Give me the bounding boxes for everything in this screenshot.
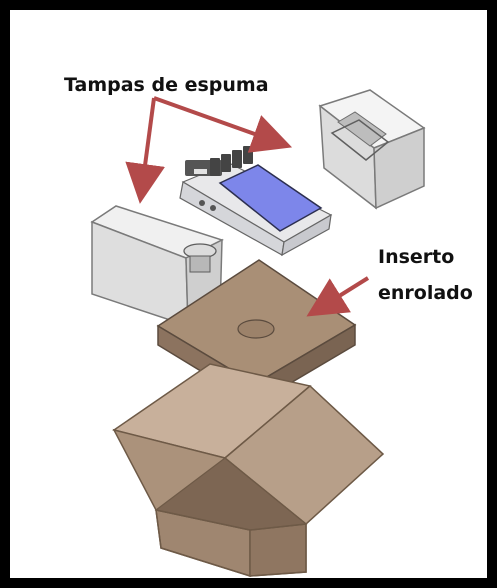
figure-canvas: Tampas de espuma Inserto enrolado [20, 20, 497, 588]
diagram-svg [90, 89, 426, 578]
foam-cap-left [90, 205, 224, 328]
device [179, 146, 333, 257]
rolled-insert-label-line-1: Inserto [378, 246, 455, 268]
rolled-insert-label-line-2: enrolado [378, 282, 473, 304]
cardboard-box [112, 363, 385, 578]
arrows [125, 96, 370, 317]
foam-cap-right [318, 89, 426, 210]
foam-caps-label: Tampas de espuma [64, 74, 269, 96]
